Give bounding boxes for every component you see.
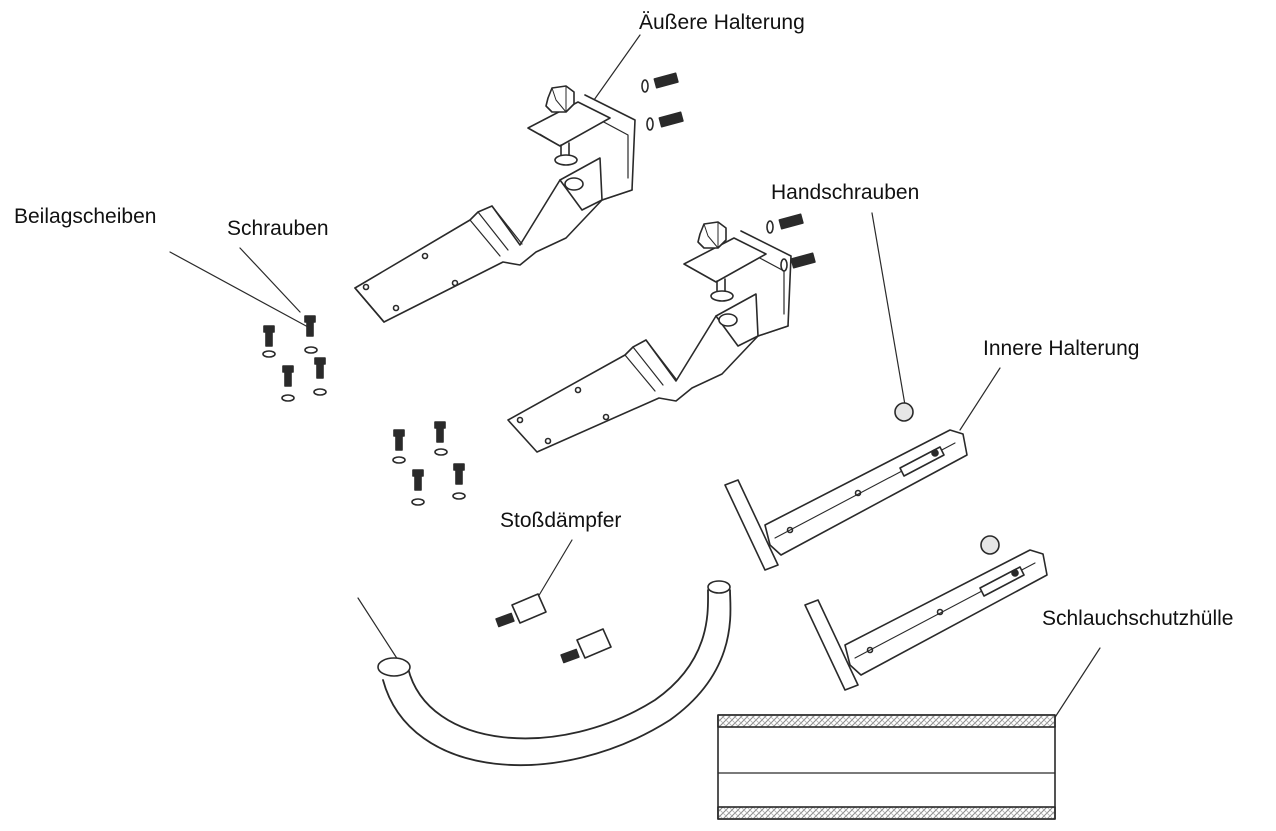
- inner-bracket-1: [724, 402, 968, 571]
- label-washers: Beilagscheiben: [14, 205, 157, 228]
- leader-hose: [357, 597, 399, 661]
- screw: [452, 463, 466, 500]
- screw: [313, 357, 327, 396]
- leader-washers: [169, 251, 309, 328]
- screw: [304, 315, 318, 354]
- label-hose-sleeve: Schlauchschutzhülle: [1042, 607, 1234, 630]
- leader-shock-absorber: [537, 539, 573, 598]
- label-shock-absorber: Stoßdämpfer: [500, 509, 622, 532]
- leader-outer-bracket: [593, 34, 641, 101]
- leader-inner-bracket: [959, 367, 1001, 431]
- screw: [262, 325, 276, 358]
- screws-group-1: [262, 315, 327, 402]
- label-screws: Schrauben: [227, 217, 329, 240]
- outer-bracket-2: [507, 221, 792, 453]
- leader-lines: [169, 34, 1101, 726]
- shock-absorbers: [495, 593, 612, 664]
- curved-hose: [377, 580, 732, 766]
- leader-screws: [239, 247, 301, 313]
- leader-hose-sleeve: [1049, 647, 1101, 726]
- screws-group-2: [392, 421, 466, 506]
- leader-hand-screws: [871, 212, 906, 406]
- outer-bracket-1: [354, 85, 636, 323]
- hose-sleeve: [717, 714, 1056, 820]
- screw: [281, 365, 295, 402]
- label-outer-bracket: Äußere Halterung: [639, 11, 805, 34]
- screw: [434, 421, 448, 456]
- bracket-bolts: [641, 72, 816, 272]
- screw: [392, 429, 406, 464]
- inner-bracket-2: [804, 535, 1048, 691]
- screw: [411, 469, 425, 506]
- label-hand-screws: Handschrauben: [771, 181, 920, 204]
- label-inner-bracket: Innere Halterung: [983, 337, 1140, 360]
